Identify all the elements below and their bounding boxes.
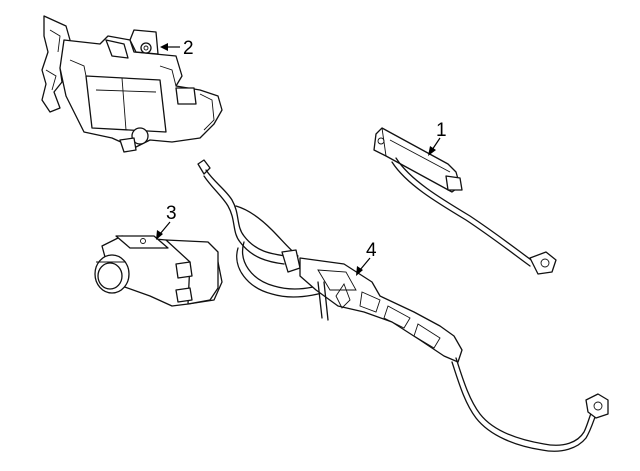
callout-label-2: 2 bbox=[183, 38, 194, 59]
antenna-module[interactable] bbox=[373, 127, 557, 275]
callout-4: 4 bbox=[356, 240, 377, 276]
parking-sensor[interactable] bbox=[94, 235, 223, 307]
callout-2: 2 bbox=[160, 38, 194, 59]
callout-label-3: 3 bbox=[166, 203, 177, 224]
callout-3: 3 bbox=[156, 203, 177, 240]
wiring-harness[interactable] bbox=[197, 159, 609, 452]
callout-label-4: 4 bbox=[366, 240, 377, 261]
sensor-bracket[interactable] bbox=[41, 15, 223, 153]
callout-1: 1 bbox=[428, 120, 447, 156]
callout-label-1: 1 bbox=[436, 120, 447, 141]
